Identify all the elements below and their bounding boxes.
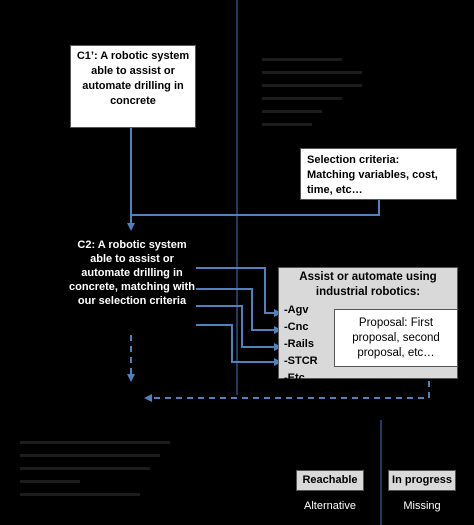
selection-criteria-title: Selection criteria: [307,154,400,166]
dashed-arrow-proposal-return [144,370,430,402]
faint-text-right-top: ▬▬▬▬▬▬▬▬▬▬▬▬▬▬▬▬▬▬▬▬▬▬▬▬▬▬▬▬▬▬▬▬▬▬▬▬▬▬▬▬… [262,53,362,129]
arrow-c2-to-rails [196,305,282,351]
proposal-text: Proposal: First proposal, second proposa… [352,317,440,359]
robotics-options-list: -Agv -Cnc -Rails -STCR -Etc… [284,302,318,387]
reachable-badge: Reachable [296,470,364,491]
c2-text-block: C2: A robotic system able to assist or a… [68,238,196,308]
connector-selection-to-main [131,199,380,216]
alternative-label: Alternative [304,500,356,512]
selection-criteria-box: Selection criteria: Matching variables, … [300,148,457,200]
c1-text: : A robotic system able to assist or aut… [82,50,190,107]
in-progress-badge: In progress [388,470,456,491]
selection-criteria-body: Matching variables, cost, time, etc… [307,169,438,196]
arrow-c2-to-stcr [196,324,282,366]
list-item-stcr: -STCR [284,355,318,367]
c1-box: C1’: A robotic system able to assist or … [70,45,196,128]
list-item-cnc: -Cnc [284,321,309,333]
c2-id: C2 [77,239,92,251]
in-progress-label: In progress [392,474,452,486]
c1-id: C1’ [76,50,94,62]
reachable-label: Reachable [302,474,358,486]
arrow-c2-to-agv [196,267,282,317]
list-item-agv: -Agv [284,304,309,316]
proposal-box: Proposal: First proposal, second proposa… [334,309,458,367]
missing-label: Missing [403,500,441,512]
list-item-etc: -Etc… [284,372,316,384]
arrow-c2-to-cnc [196,288,282,334]
c2-text: : A robotic system able to assist or aut… [69,239,195,307]
list-item-rails: -Rails [284,338,314,350]
faint-text-left-bottom: ▬▬▬▬▬▬▬▬▬▬▬▬▬▬▬▬▬▬▬▬▬▬▬▬▬▬▬▬▬▬▬▬▬▬▬▬▬▬▬▬… [20,436,170,499]
assist-title: Assist or automate using industrial robo… [299,271,437,298]
